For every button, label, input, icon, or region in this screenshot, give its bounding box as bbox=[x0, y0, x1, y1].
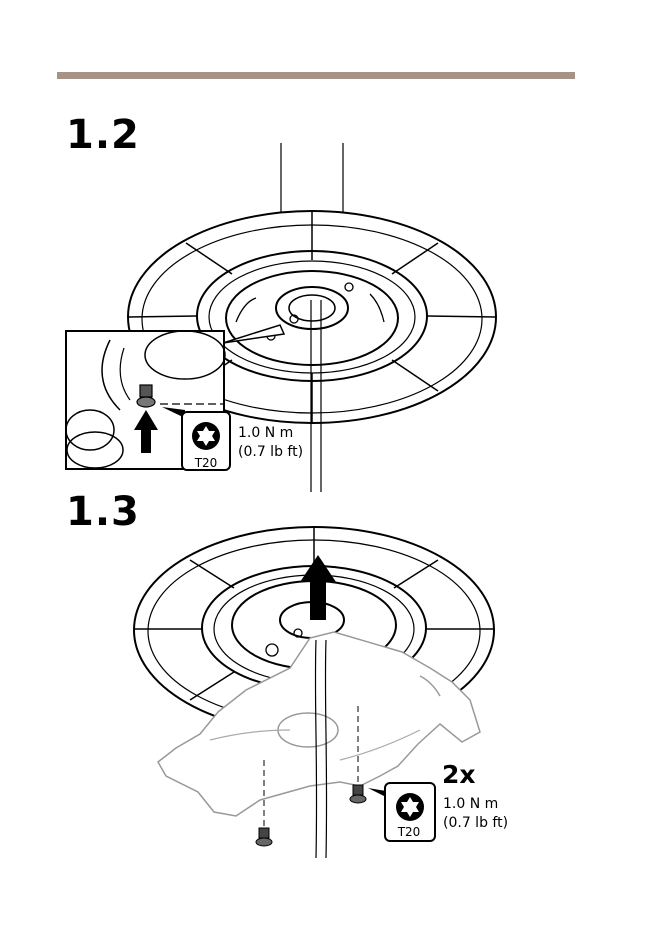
torque-imperial: (0.7 lb ft) bbox=[238, 443, 303, 462]
bit-label-1-3: T20 bbox=[389, 825, 429, 839]
screw-count: 2x bbox=[442, 760, 476, 789]
torque-spec-1-3: 1.0 N m (0.7 lb ft) bbox=[443, 795, 508, 833]
bit-label-1-2: T20 bbox=[186, 456, 226, 470]
torque-spec-1-2: 1.0 N m (0.7 lb ft) bbox=[238, 424, 303, 462]
torque-imperial: (0.7 lb ft) bbox=[443, 814, 508, 833]
torque-metric: 1.0 N m bbox=[443, 795, 508, 814]
torque-metric: 1.0 N m bbox=[238, 424, 303, 443]
screw-icon bbox=[140, 385, 152, 397]
step-1-3-illustration bbox=[134, 527, 494, 858]
mount-plate bbox=[226, 271, 398, 365]
